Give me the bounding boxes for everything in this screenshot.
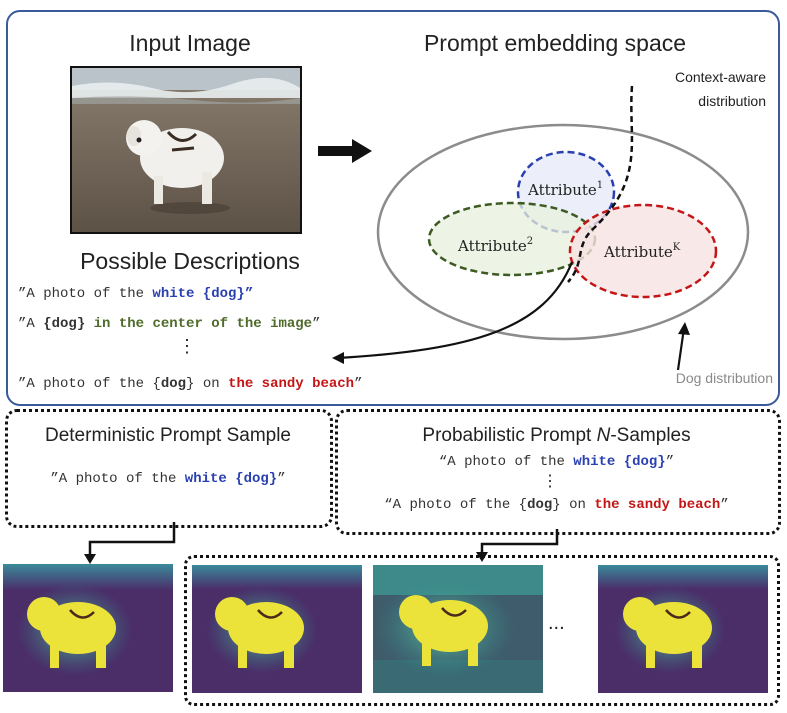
attribute-1-label: Attribute1 — [527, 180, 603, 199]
context-aware-label: Context-aware — [675, 69, 766, 85]
result-image-deterministic — [3, 564, 173, 692]
attribute-2-label: Attribute2 — [457, 236, 533, 255]
dog-dist-pointer-arrowhead-icon — [678, 322, 690, 335]
sample-arrowhead-icon — [332, 352, 344, 364]
probabilistic-dots: ⋮ — [542, 473, 558, 490]
top-panel — [6, 10, 780, 406]
context-aware-path — [567, 85, 634, 283]
description-2: ”A {dog} in the center of the image” — [18, 316, 321, 332]
attribute-k-label: AttributeK — [603, 242, 681, 261]
result-image-sample-n — [598, 565, 768, 693]
dog-dist-pointer — [676, 327, 686, 371]
dog-distribution-ellipse — [376, 123, 750, 341]
result-image-sample-2 — [373, 565, 543, 693]
dog-distribution-label: Dog distribution — [676, 370, 773, 386]
down-arrow-icon — [84, 554, 96, 564]
result-image-sample-1 — [192, 565, 362, 693]
right-arrow-icon — [318, 139, 372, 163]
connector-arrows — [84, 522, 559, 564]
deterministic-prompt: ”A photo of the white {dog}” — [50, 471, 286, 487]
deterministic-box — [5, 409, 333, 528]
embedding-diagram: Attribute1 Attribute2 AttributeK Context… — [332, 69, 773, 386]
sample-arrow-path — [337, 261, 574, 360]
description-3: ”A photo of the {dog} on the sandy beach… — [18, 376, 363, 392]
possible-descriptions-title: Possible Descriptions — [80, 248, 300, 274]
description-dots: ⋮ — [178, 336, 196, 356]
description-1: ”A photo of the white {dog}” — [18, 286, 254, 302]
attribute-k-ellipse — [568, 203, 718, 299]
dog-beach-photo — [72, 68, 300, 232]
distribution-label: distribution — [698, 93, 766, 109]
results-ellipsis: ... — [548, 612, 565, 634]
input-image-title: Input Image — [129, 30, 251, 56]
results-box — [184, 555, 780, 706]
deterministic-title: Deterministic Prompt Sample — [44, 425, 292, 446]
embedding-space-title: Prompt embedding space — [423, 30, 687, 56]
probabilistic-prompt-1: “A photo of the white {dog}” — [438, 454, 675, 470]
probabilistic-prompt-2: “A photo of the {dog} on the sandy beach… — [384, 497, 729, 513]
probabilistic-title: Probabilistic Prompt N-Samples — [422, 425, 691, 446]
input-photo — [70, 66, 302, 234]
